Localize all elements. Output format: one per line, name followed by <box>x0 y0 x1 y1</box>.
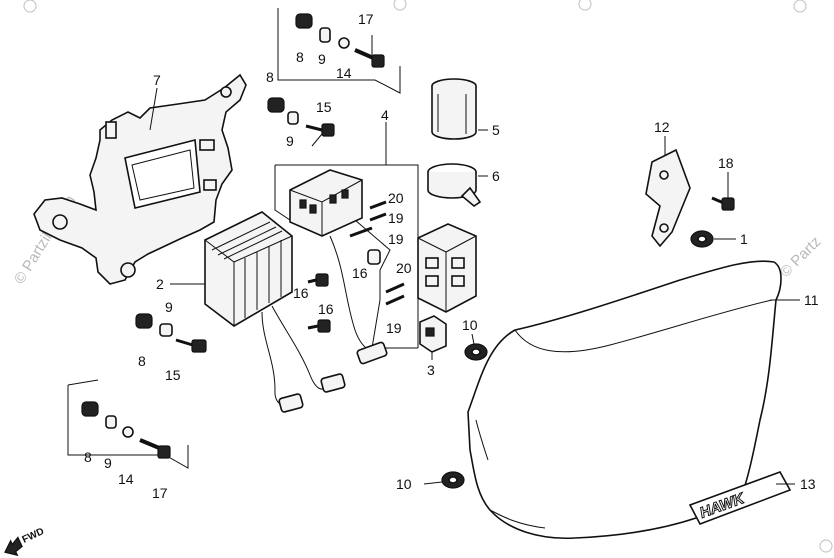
callout-10-lower: 10 <box>396 476 412 492</box>
hardware-group-mid <box>267 97 335 137</box>
callout-19-c: 19 <box>386 320 402 336</box>
callout-14-top: 14 <box>336 65 352 81</box>
callout-9-mid: 9 <box>286 133 294 149</box>
callout-9-bottom: 9 <box>104 455 112 471</box>
fwd-label: FWD <box>21 526 46 546</box>
callout-20-a: 20 <box>388 190 404 206</box>
grommet-10-upper <box>464 343 488 361</box>
watermark-mark <box>23 0 37 13</box>
bolt-16-a <box>307 273 329 287</box>
fuse-holder-3 <box>419 315 447 353</box>
grommet-8-top <box>295 13 313 29</box>
leader-lines <box>149 87 800 485</box>
callouts: 1 2 3 4 5 6 7 8 8 8 8 9 9 9 9 10 10 11 1… <box>84 11 819 501</box>
callout-4: 4 <box>381 107 389 123</box>
callout-9-top: 9 <box>318 51 326 67</box>
watermark-mark <box>819 539 833 553</box>
callout-11: 11 <box>804 292 819 308</box>
washer-14-top <box>338 37 350 49</box>
callout-12: 12 <box>654 119 670 135</box>
callout-15-mid: 15 <box>316 99 332 115</box>
side-cover-11 <box>467 260 782 540</box>
hardware-group-top <box>277 8 401 94</box>
callout-3: 3 <box>427 362 435 378</box>
hardware-group-bottom <box>67 379 189 469</box>
callout-16-c: 16 <box>318 301 334 317</box>
hardware-group-left <box>135 313 207 353</box>
watermark-mark <box>578 0 592 11</box>
callout-18: 18 <box>718 155 734 171</box>
callout-17-bottom: 17 <box>152 485 168 501</box>
watermark-mark <box>793 0 807 13</box>
bolt-16-b <box>307 319 331 333</box>
callout-19-a: 19 <box>388 210 404 226</box>
grommet-10-lower <box>441 471 465 489</box>
callout-6: 6 <box>492 168 500 184</box>
callout-8-bottom: 8 <box>84 449 92 465</box>
callout-16-b: 16 <box>293 285 309 301</box>
callout-13: 13 <box>800 476 816 492</box>
callout-2: 2 <box>156 276 164 292</box>
callout-1: 1 <box>740 231 748 247</box>
watermark-text-right: © Partz <box>777 233 825 281</box>
callout-19-b: 19 <box>388 231 404 247</box>
collar-9-top <box>319 27 331 43</box>
terminal-block <box>385 223 477 313</box>
clamp-band-6 <box>427 163 482 207</box>
fuse-box-4 <box>274 164 419 365</box>
callout-8-mid: 8 <box>266 69 274 85</box>
condenser-5 <box>431 78 477 140</box>
grommet-1 <box>690 230 714 248</box>
callout-16-a: 16 <box>352 265 368 281</box>
callout-7: 7 <box>153 72 161 88</box>
bolt-17-top <box>354 48 385 68</box>
rectifier-2 <box>204 211 346 413</box>
callout-17-top: 17 <box>358 11 374 27</box>
callout-15-left: 15 <box>165 367 181 383</box>
side-cover-bracket-12 <box>645 148 691 248</box>
watermark-mark <box>393 0 407 11</box>
fwd-arrow: FWD <box>4 526 46 557</box>
bolt-18 <box>711 196 735 211</box>
callout-5: 5 <box>492 122 500 138</box>
callout-10-upper: 10 <box>462 317 478 333</box>
callout-14-bottom: 14 <box>118 471 134 487</box>
callout-8-left: 8 <box>138 353 146 369</box>
mounting-bracket-7 <box>33 73 247 285</box>
callout-20-b: 20 <box>396 260 412 276</box>
callout-8-top: 8 <box>296 49 304 65</box>
callout-9-left: 9 <box>165 299 173 315</box>
